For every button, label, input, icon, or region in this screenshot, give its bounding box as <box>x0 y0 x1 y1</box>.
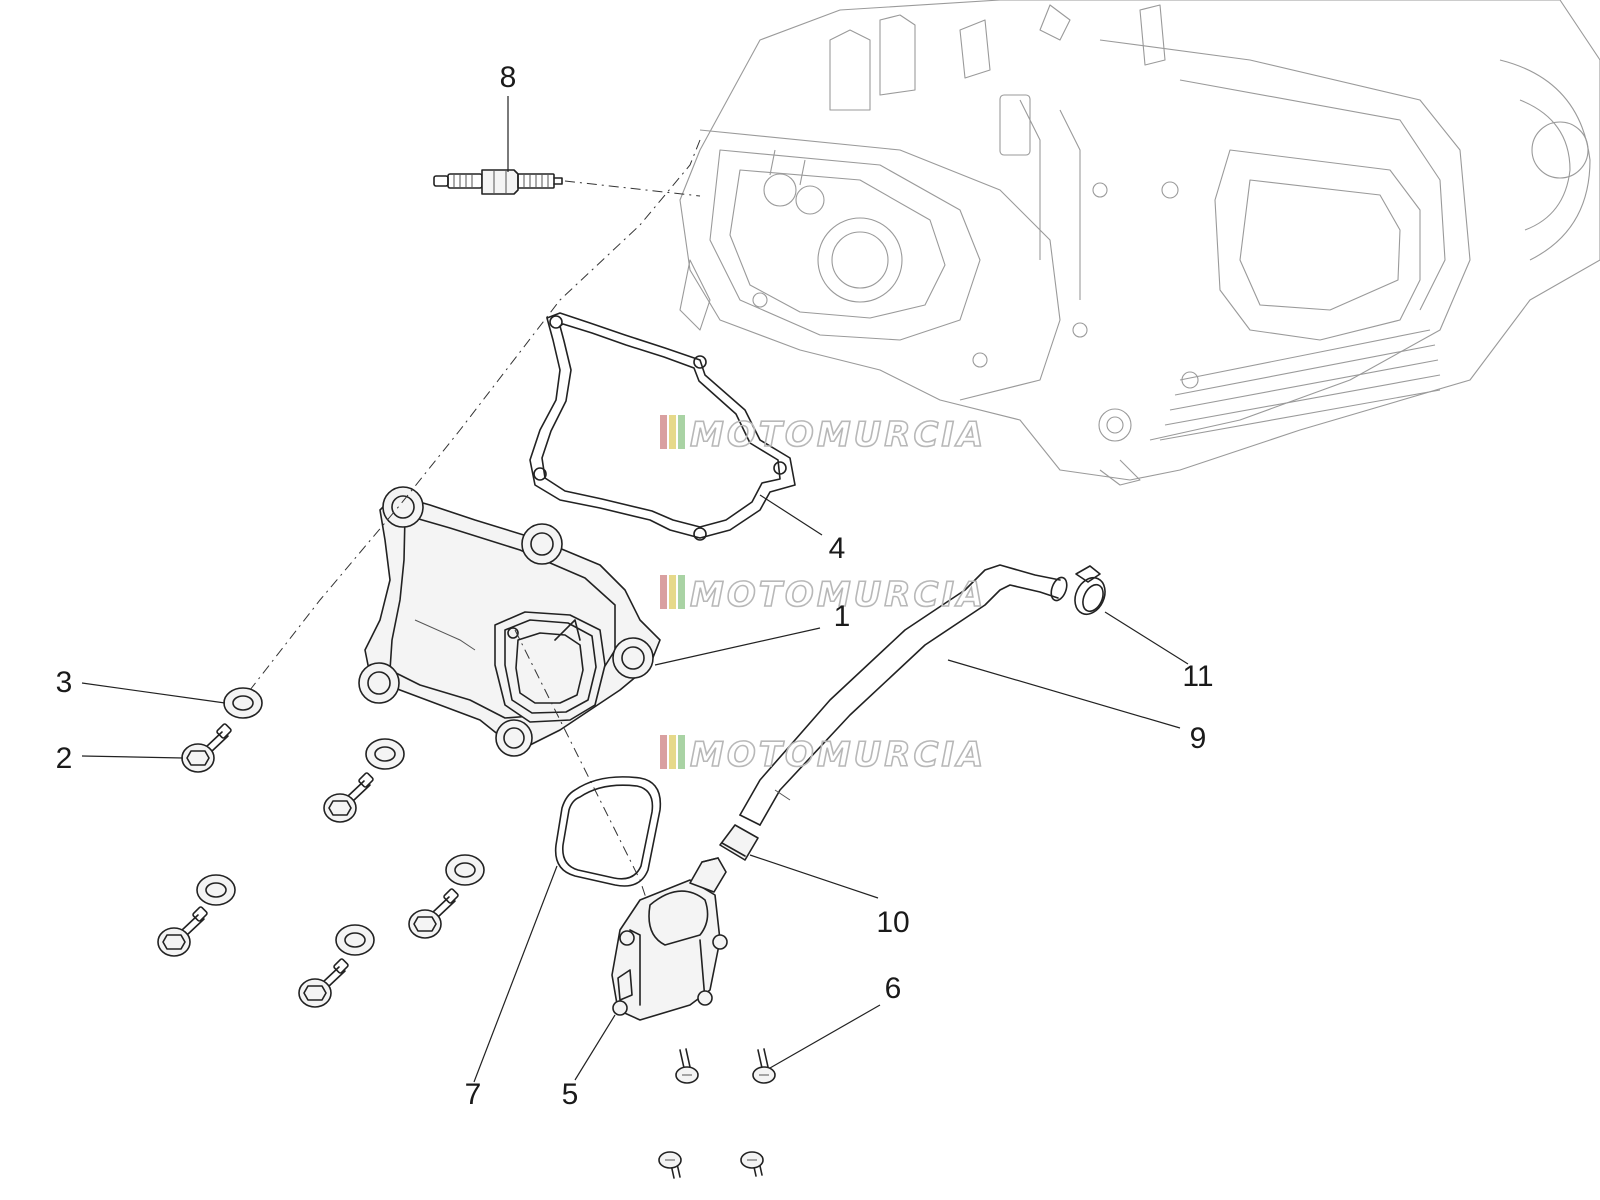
watermark-text: MOTOMURCIA <box>690 415 986 455</box>
watermark-middle: MOTOMURCIA <box>660 574 986 616</box>
spark-plug-axis-line <box>564 180 701 197</box>
callout-8: 8 <box>500 61 517 94</box>
screw-a <box>675 1048 699 1084</box>
callouts: 8 4 1 3 2 11 9 10 6 7 5 <box>56 61 1214 1111</box>
callout-7: 7 <box>465 1078 482 1111</box>
watermark-text: MOTOMURCIA <box>690 575 986 615</box>
callout-3: 3 <box>56 666 73 699</box>
screw-c <box>658 1151 682 1179</box>
breather-hose <box>739 564 1068 826</box>
screw-d <box>740 1151 764 1177</box>
bolt-a <box>181 723 232 773</box>
hose-sleeve <box>719 824 759 861</box>
washer-e <box>335 924 375 956</box>
valve-cover-gasket <box>529 312 796 541</box>
breather-housing <box>611 857 728 1021</box>
valve-cover <box>358 486 661 757</box>
callout-9: 9 <box>1190 722 1207 755</box>
washers-and-bolts <box>157 687 485 1008</box>
washer-c <box>196 874 236 906</box>
washer-b <box>365 738 405 770</box>
engine-block <box>679 0 1600 486</box>
watermark-bottom: MOTOMURCIA <box>660 734 986 776</box>
callout-6: 6 <box>885 972 902 1005</box>
washer-a <box>223 687 263 719</box>
cover-bolt-axis-line <box>249 139 701 691</box>
bolt-d <box>408 888 459 939</box>
bolt-c <box>157 906 208 957</box>
callout-1: 1 <box>834 600 851 633</box>
watermark-stripe-yellow <box>669 415 676 449</box>
bolt-b <box>323 772 374 823</box>
callout-5: 5 <box>562 1078 579 1111</box>
watermark-top: MOTOMURCIA <box>660 414 986 456</box>
breather-axis-line <box>514 629 681 1001</box>
watermark-stripe-red <box>660 575 667 609</box>
washer-d <box>445 854 485 886</box>
callout-11: 11 <box>1182 660 1213 693</box>
breather-o-ring <box>554 776 662 887</box>
watermark-text: MOTOMURCIA <box>690 735 986 775</box>
leader-lines <box>81 96 1189 1083</box>
screw-b <box>752 1048 776 1084</box>
bolt-e <box>298 958 349 1008</box>
watermark-stripe-red <box>660 415 667 449</box>
watermark-stripe-red <box>660 735 667 769</box>
watermark-stripe-green <box>678 415 685 449</box>
hose-clamp <box>1074 565 1106 616</box>
callout-2: 2 <box>56 742 73 775</box>
callout-10: 10 <box>876 906 909 939</box>
watermark-stripe-yellow <box>669 735 676 769</box>
watermark-stripe-green <box>678 735 685 769</box>
watermark-stripe-yellow <box>669 575 676 609</box>
callout-4: 4 <box>829 532 846 565</box>
housing-screws <box>658 1048 776 1179</box>
spark-plug <box>433 169 563 195</box>
watermark-stripe-green <box>678 575 685 609</box>
